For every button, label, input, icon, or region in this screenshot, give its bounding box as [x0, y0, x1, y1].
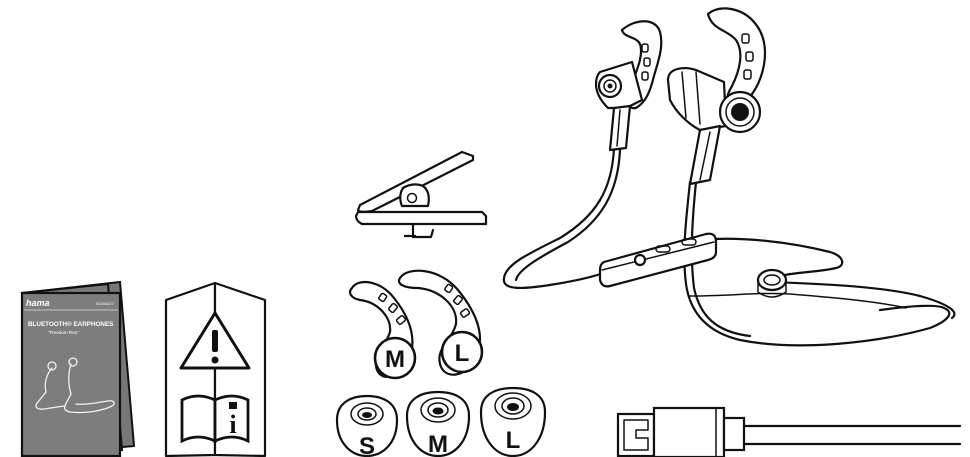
safety-leaflet: i	[164, 281, 267, 457]
ear-tip-l-label: L	[506, 427, 521, 454]
cable-slider	[756, 268, 788, 298]
ear-tip-s-label: S	[359, 433, 375, 457]
ear-hook-l-label: L	[455, 340, 470, 367]
left-earbud	[594, 20, 663, 152]
manual-cover	[20, 291, 122, 457]
ear-hook-m-label: M	[385, 346, 405, 373]
ear-tip-s: S	[335, 394, 399, 457]
remote-control	[598, 232, 718, 288]
ear-hook-m: M	[349, 280, 417, 380]
earphones	[502, 7, 956, 347]
manual-product: BLUETOOTH® EARPHONES	[28, 320, 113, 328]
manual-brand: hama	[26, 298, 50, 308]
info-book-icon: i	[180, 394, 250, 444]
ear-tips: S M L	[335, 386, 547, 457]
ear-hook-l: L	[397, 269, 484, 376]
info-symbol: i	[229, 410, 236, 439]
manual-cover-earphone-sketch	[35, 357, 115, 414]
ear-tip-l: L	[479, 386, 547, 457]
warning-icon	[179, 311, 251, 370]
ear-tip-m-label: M	[428, 431, 448, 457]
clothing-clip	[354, 150, 488, 239]
ear-tip-m: M	[405, 390, 471, 457]
manual-code: 00184027	[96, 301, 115, 306]
manual-model: "Freedom Run"	[48, 330, 79, 335]
ear-hooks: M L	[349, 269, 484, 380]
usb-cable	[616, 406, 962, 457]
right-earbud	[666, 7, 766, 186]
manual-booklet: hama 00184027 BLUETOOTH® EARPHONES "Free…	[20, 280, 136, 457]
